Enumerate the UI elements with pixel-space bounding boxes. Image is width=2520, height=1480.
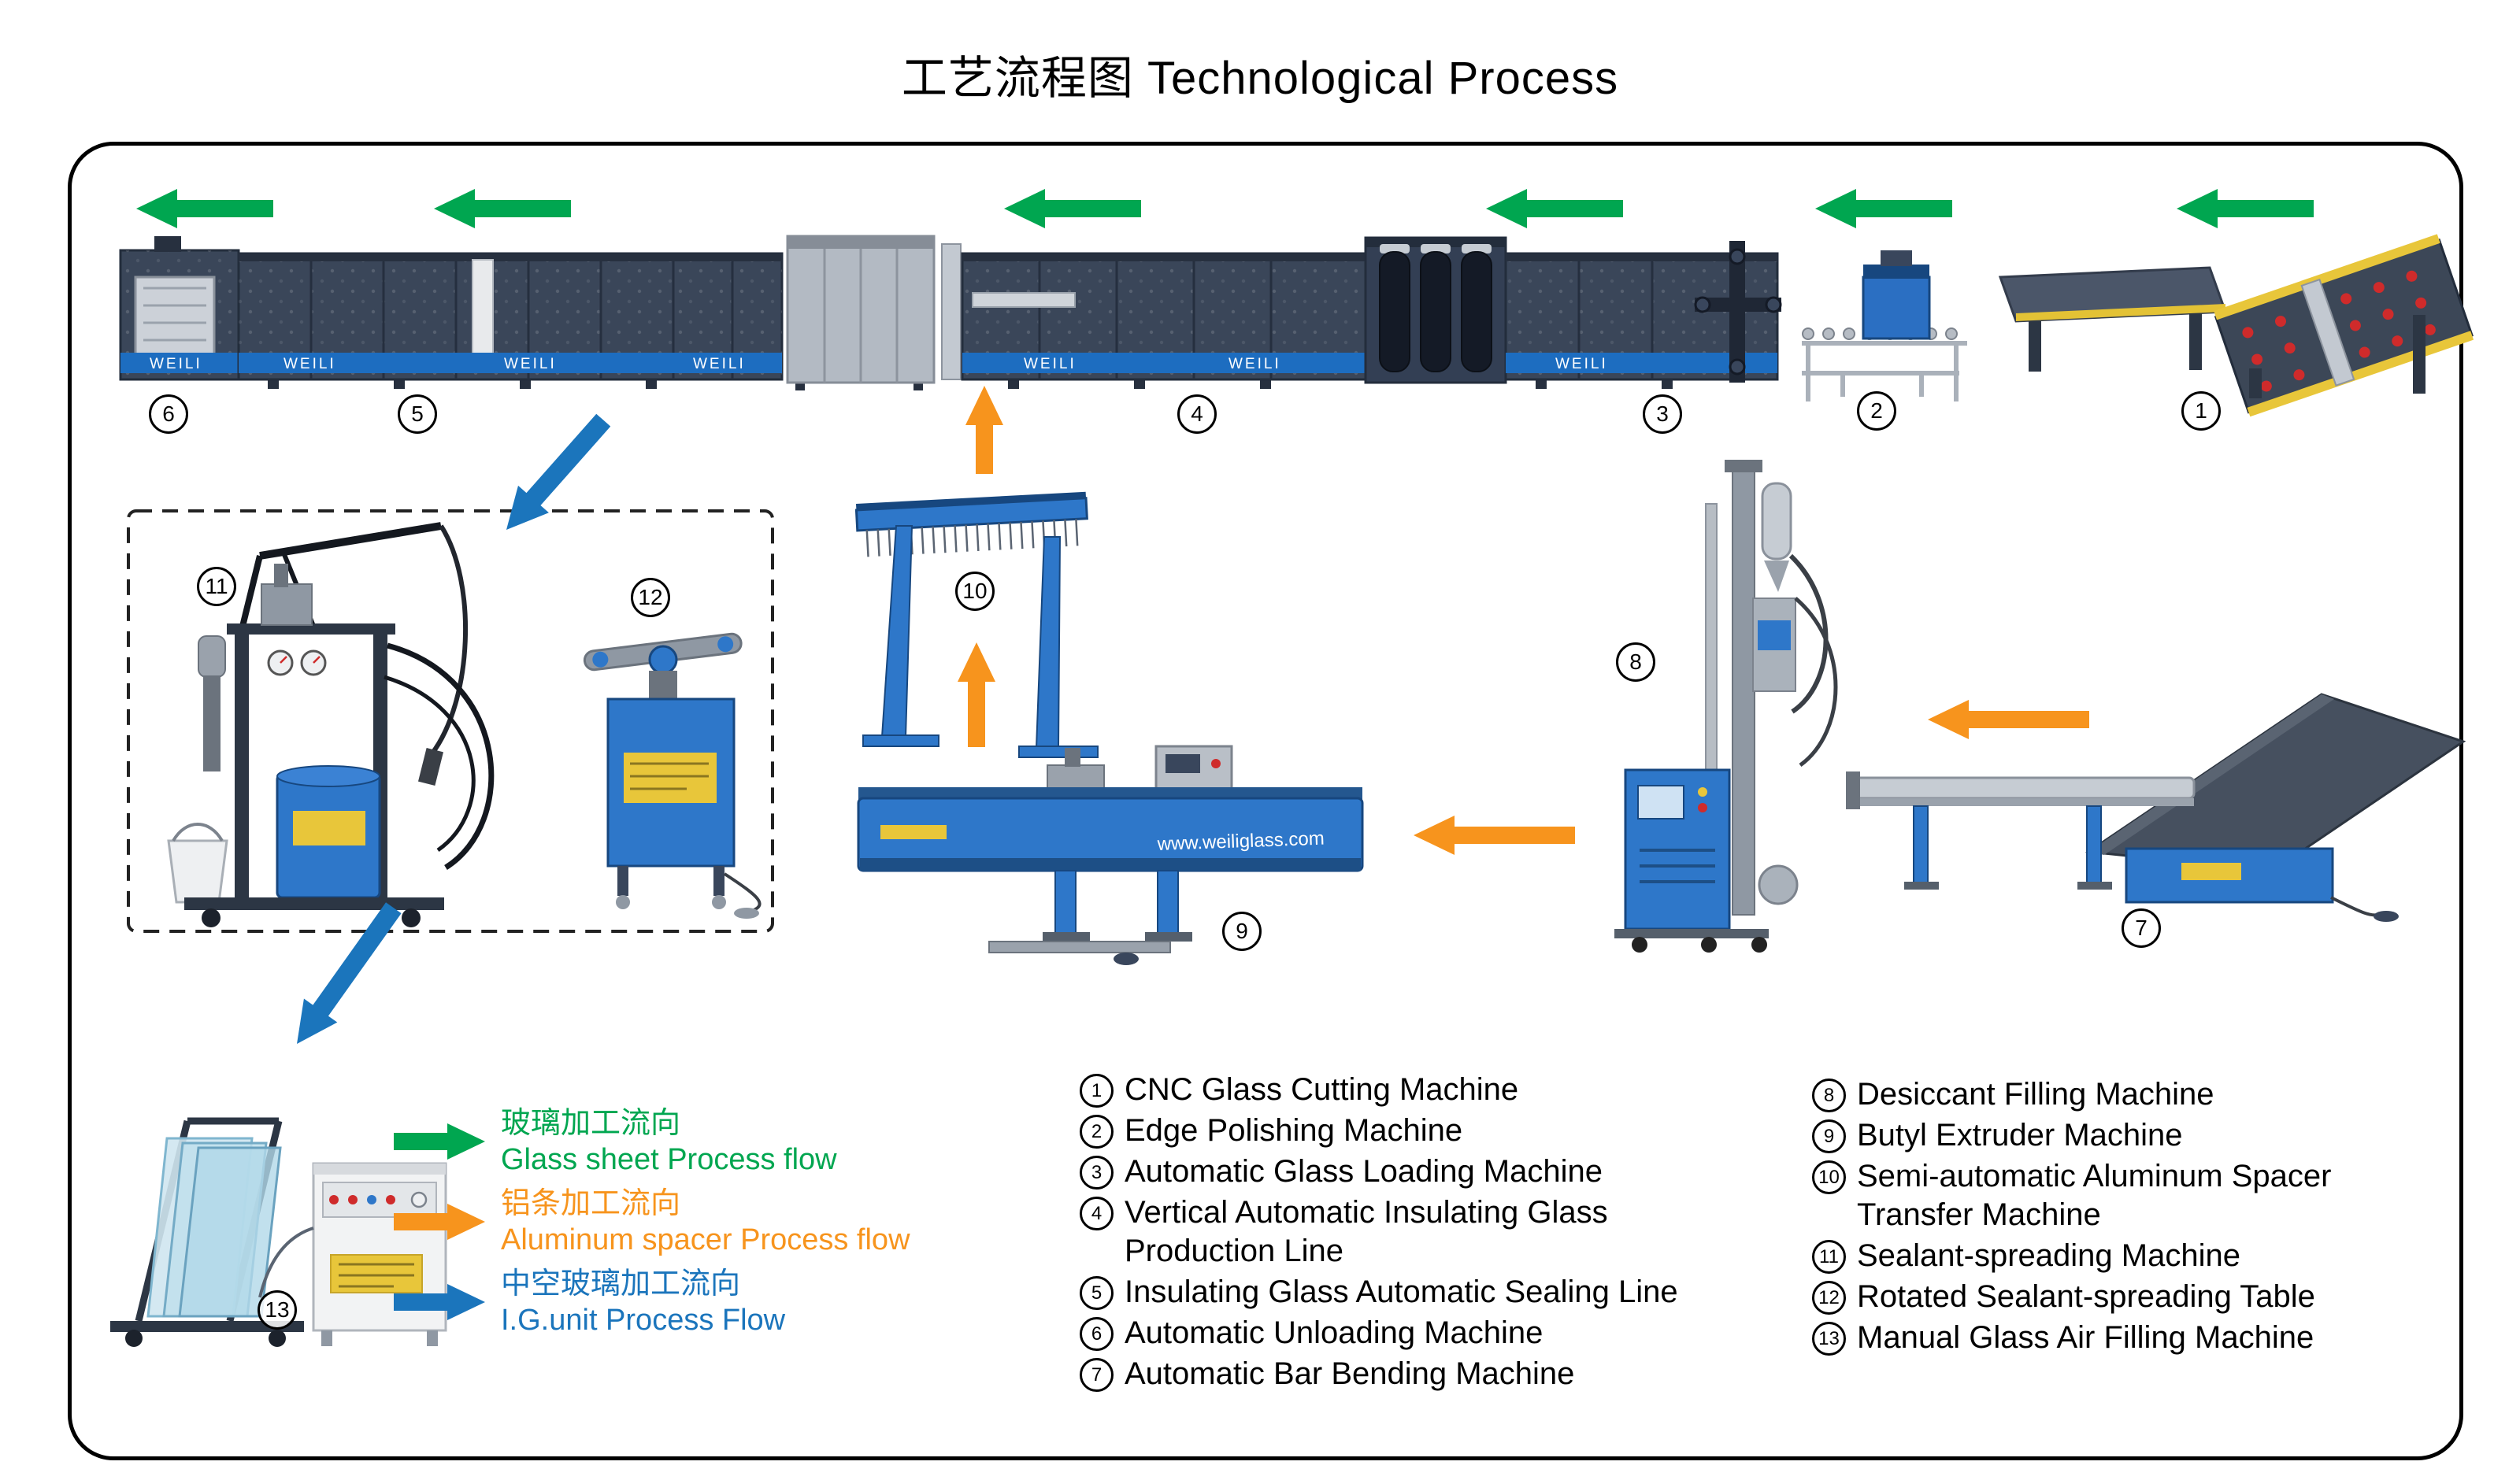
item-number-badge: 3	[1080, 1156, 1114, 1190]
glass-flow-arrow-3	[1004, 189, 1141, 228]
machine-3-loading: WEILI	[1504, 241, 1782, 383]
machine-4-production-line: WEILI WEILI	[961, 252, 1367, 381]
machine-5-sealing-line: WEILI WEILI WEILI	[237, 252, 784, 381]
glass-flow-arrow-1	[136, 189, 273, 228]
glass-washer-section	[786, 235, 962, 384]
glass-flow-legend-arrow-icon	[394, 1123, 485, 1160]
machine-13-air-filling	[110, 1117, 447, 1347]
legend-item-9: 9 Butyl Extruder Machine	[1812, 1116, 2379, 1155]
legend-item-8: 8 Desiccant Filling Machine	[1812, 1075, 2379, 1114]
legend-item-3: 3 Automatic Glass Loading Machine	[1080, 1153, 1773, 1191]
machine-7-bar-bender	[1846, 693, 2466, 922]
brand-text: WEILI	[1228, 356, 1281, 372]
spacer-flow-legend-arrow-icon	[394, 1204, 485, 1240]
glass-flow-arrow-6	[2177, 189, 2314, 228]
legend-item-7: 7 Automatic Bar Bending Machine	[1080, 1355, 1773, 1393]
station-marker-3: 3	[1643, 394, 1682, 434]
station-marker-4: 4	[1177, 394, 1217, 434]
station-marker-12: 12	[631, 578, 670, 617]
item-number-badge: 9	[1812, 1119, 1846, 1153]
spacer-flow-arrow-9-to-10	[958, 642, 995, 747]
legend-spacer-flow-zh: 铝条加工流向	[501, 1187, 681, 1220]
glass-flow-arrow-2	[434, 189, 571, 228]
legend-item-11: 11 Sealant-spreading Machine	[1812, 1237, 2379, 1275]
legend-item-10: 10 Semi-automatic Aluminum Spacer Transf…	[1812, 1157, 2379, 1234]
legend-item-4: 4 Vertical Automatic Insulating Glass Pr…	[1080, 1193, 1773, 1271]
legend-ig-flow-zh: 中空玻璃加工流向	[501, 1267, 741, 1301]
brand-text: WEILI	[284, 356, 336, 372]
station-marker-1: 1	[2181, 391, 2221, 431]
legend-glass-flow: 玻璃加工流向 Glass sheet Process flow	[394, 1105, 837, 1178]
ig-flow-legend-arrow-icon	[394, 1284, 485, 1320]
machine-2-edge-polisher	[1802, 250, 1967, 401]
machine-9-butyl-extruder: www.weiliglass.com	[857, 745, 1364, 965]
legend-item-6: 6 Automatic Unloading Machine	[1080, 1314, 1773, 1352]
item-number-badge: 12	[1812, 1281, 1846, 1315]
legend-item-13: 13 Manual Glass Air Filling Machine	[1812, 1319, 2379, 1357]
legend-ig-flow: 中空玻璃加工流向 I.G.unit Process Flow	[394, 1266, 785, 1338]
item-number-badge: 1	[1080, 1074, 1114, 1108]
glass-flow-arrow-5	[1815, 189, 1952, 228]
brand-text: WEILI	[1024, 356, 1077, 372]
sealant-area-dashed-box	[127, 509, 774, 933]
item-number-badge: 10	[1812, 1160, 1846, 1194]
legend-glass-flow-zh: 玻璃加工流向	[501, 1107, 681, 1140]
item-number-badge: 5	[1080, 1276, 1114, 1310]
item-number-badge: 11	[1812, 1240, 1846, 1274]
brand-text: WEILI	[150, 356, 202, 372]
brand-text: WEILI	[693, 356, 746, 372]
machine-8-desiccant-filler	[1614, 460, 1838, 953]
legend-glass-flow-en: Glass sheet Process flow	[501, 1143, 837, 1176]
machine-legend-col1: 1 CNC Glass Cutting Machine 2 Edge Polis…	[1080, 1071, 1773, 1396]
station-marker-6: 6	[149, 394, 188, 434]
spacer-flow-arrow-to-extruder	[1414, 816, 1575, 855]
spacer-flow-arrow-up-to-line	[965, 386, 1003, 474]
line-legs	[268, 379, 1673, 390]
item-number-badge: 13	[1812, 1322, 1846, 1356]
spacer-flow-arrow-to-filler	[1928, 700, 2089, 739]
station-marker-2: 2	[1857, 391, 1896, 431]
item-number-badge: 8	[1812, 1079, 1846, 1112]
glass-flow-arrow-4	[1486, 189, 1623, 228]
brand-text: WEILI	[504, 356, 557, 372]
ig-flow-arrow-to-air-filling	[297, 902, 402, 1044]
station-marker-11: 11	[197, 567, 236, 606]
machine-11-sealant-spreading	[167, 522, 495, 927]
legend-item-2: 2 Edge Polishing Machine	[1080, 1112, 1773, 1150]
legend-item-5: 5 Insulating Glass Automatic Sealing Lin…	[1080, 1273, 1773, 1312]
station-marker-10: 10	[955, 572, 995, 611]
page-title: 工艺流程图 Technological Process	[901, 53, 1619, 104]
diagram-border	[68, 142, 2463, 1460]
legend-spacer-flow-en: Aluminum spacer Process flow	[501, 1223, 910, 1256]
brand-text: WEILI	[1555, 356, 1608, 372]
station-marker-8: 8	[1616, 642, 1655, 682]
station-marker-7: 7	[2122, 908, 2161, 948]
legend-item-1: 1 CNC Glass Cutting Machine	[1080, 1071, 1773, 1109]
station-marker-9: 9	[1222, 912, 1262, 951]
legend-item-12: 12 Rotated Sealant-spreading Table	[1812, 1278, 2379, 1316]
machine-legend-col2: 8 Desiccant Filling Machine 9 Butyl Extr…	[1812, 1075, 2379, 1360]
machine-1-cnc-cutting	[1998, 234, 2474, 417]
legend-ig-flow-en: I.G.unit Process Flow	[501, 1304, 786, 1337]
press-roller-section	[1364, 236, 1507, 384]
station-marker-5: 5	[398, 394, 437, 434]
legend-spacer-flow: 铝条加工流向 Aluminum spacer Process flow	[394, 1186, 910, 1258]
item-number-badge: 4	[1080, 1197, 1114, 1230]
item-number-badge: 7	[1080, 1358, 1114, 1392]
item-number-badge: 6	[1080, 1317, 1114, 1351]
machine-12-rotated-sealant-table	[583, 632, 762, 919]
loader-suction-pads	[1694, 248, 1782, 376]
station-marker-13: 13	[258, 1290, 297, 1330]
ig-flow-arrow-line-to-sealant	[506, 413, 611, 530]
machine-10-spacer-transfer	[854, 491, 1099, 758]
top-production-line: WEILI WEILI WEILI WEILI	[119, 234, 2474, 417]
item-number-badge: 2	[1080, 1115, 1114, 1149]
machine-6-unloading: WEILI	[119, 236, 240, 381]
